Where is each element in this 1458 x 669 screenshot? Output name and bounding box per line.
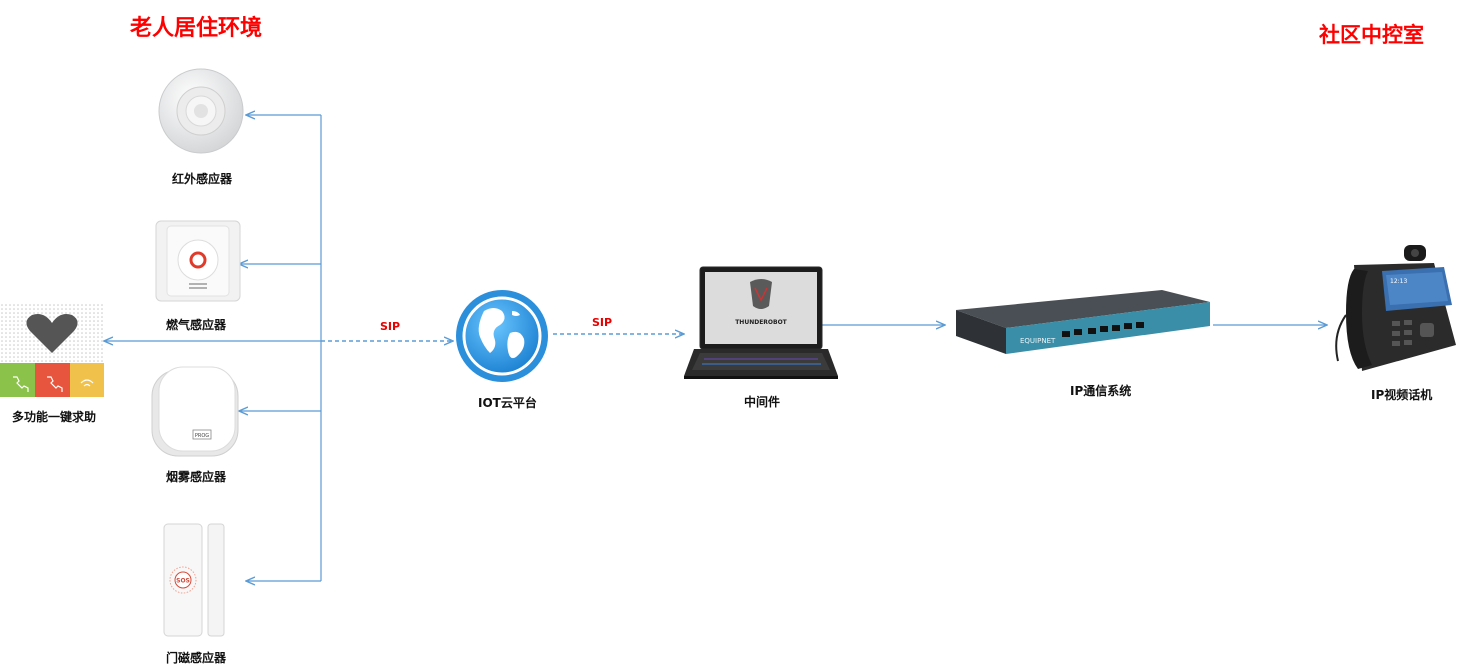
router-brand: EQUIPNET xyxy=(1020,337,1056,345)
ip-system-label: IP通信系统 xyxy=(1070,384,1132,398)
sip-label-left: SIP xyxy=(380,320,401,333)
smoke-sensor-label: 烟雾感应器 xyxy=(166,470,227,484)
video-phone-icon: 12:13 xyxy=(1335,245,1456,371)
pir-sensor-icon xyxy=(158,68,244,154)
sip-label-right: SIP xyxy=(592,316,613,329)
smoke-badge: PROG xyxy=(195,433,209,439)
door-sensor-label: 门磁感应器 xyxy=(166,651,227,665)
control-room-title: 社区中控室 xyxy=(1319,23,1424,47)
laptop-icon: THUNDEROBOT xyxy=(684,266,838,379)
sos-panel-icon xyxy=(0,303,104,397)
laptop-brand: THUNDEROBOT xyxy=(735,319,787,326)
gas-sensor-label: 燃气感应器 xyxy=(166,318,227,332)
door-sensor-icon: SOS xyxy=(163,523,225,637)
gas-sensor-icon xyxy=(155,220,241,302)
video-phone-label: IP视频话机 xyxy=(1371,388,1433,402)
cloud-label: IOT云平台 xyxy=(478,396,537,410)
rack-router-icon: EQUIPNET xyxy=(956,290,1210,354)
pir-sensor-label: 红外感应器 xyxy=(172,172,233,186)
door-badge: SOS xyxy=(176,578,190,585)
environment-title: 老人居住环境 xyxy=(130,16,263,41)
phone-time: 12:13 xyxy=(1390,278,1407,285)
middleware-label: 中间件 xyxy=(744,395,781,409)
sos-panel-label: 多功能一键求助 xyxy=(12,410,97,424)
smoke-sensor-icon: PROG xyxy=(151,366,239,457)
globe-icon xyxy=(456,290,548,382)
